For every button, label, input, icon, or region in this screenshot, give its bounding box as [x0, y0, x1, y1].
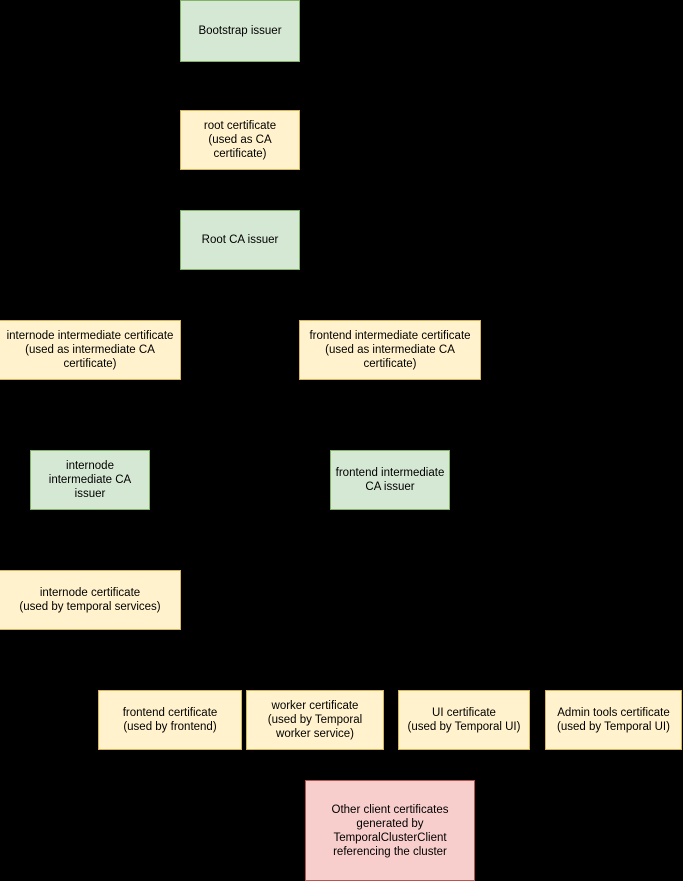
node-frontend-certificate[interactable]: frontend certificate (used by frontend)	[98, 690, 242, 750]
edge-frontend-intermediate-ca-issuer-to-frontend-certificate	[167, 510, 391, 689]
edge-frontend-intermediate-ca-issuer-to-ui-certificate	[389, 510, 467, 689]
node-root-ca-issuer[interactable]: Root CA issuer	[180, 210, 300, 270]
node-internode-certificate[interactable]: internode certificate (used by temporal …	[0, 570, 181, 630]
node-label-internode-intermediate-ca-issuer: internode intermediate CA issuer	[48, 460, 132, 500]
node-internode-intermediate-certificate[interactable]: internode intermediate certificate (used…	[0, 320, 181, 380]
node-label-worker-certificate: worker certificate (used by Temporal wor…	[267, 700, 363, 740]
node-worker-certificate[interactable]: worker certificate (used by Temporal wor…	[246, 690, 384, 750]
edge-frontend-intermediate-ca-issuer-to-admin-tools-certificate	[389, 510, 617, 689]
node-label-internode-intermediate-certificate: internode intermediate certificate (used…	[6, 330, 174, 370]
node-label-ui-certificate: UI certificate (used by Temporal UI)	[407, 707, 521, 733]
node-bootstrap-issuer[interactable]: Bootstrap issuer	[180, 0, 300, 62]
node-label-bootstrap-issuer: Bootstrap issuer	[198, 25, 282, 37]
node-label-root-ca-issuer: Root CA issuer	[201, 234, 279, 246]
node-label-frontend-intermediate-ca-issuer: frontend intermediate CA issuer	[335, 467, 445, 493]
edge-frontend-intermediate-ca-issuer-to-worker-certificate	[312, 510, 391, 689]
node-label-internode-certificate: internode certificate (used by temporal …	[19, 587, 161, 613]
edge-root-ca-issuer-to-frontend-intermediate-certificate	[239, 270, 393, 319]
node-ui-certificate[interactable]: UI certificate (used by Temporal UI)	[398, 690, 530, 750]
node-label-admin-tools-certificate: Admin tools certificate (used by Tempora…	[557, 707, 670, 733]
node-frontend-intermediate-ca-issuer[interactable]: frontend intermediate CA issuer	[330, 450, 450, 510]
node-label-frontend-certificate: frontend certificate (used by frontend)	[122, 707, 218, 733]
node-label-other-client-certificates: Other client certificates generated by T…	[331, 803, 449, 858]
node-root-certificate[interactable]: root certificate (used as CA certificate…	[180, 110, 300, 170]
node-frontend-intermediate-certificate[interactable]: frontend intermediate certificate (used …	[299, 320, 481, 380]
node-internode-intermediate-ca-issuer[interactable]: internode intermediate CA issuer	[30, 450, 150, 510]
node-other-client-certificates[interactable]: Other client certificates generated by T…	[305, 780, 475, 881]
node-label-root-certificate: root certificate (used as CA certificate…	[203, 120, 277, 160]
node-label-frontend-intermediate-certificate: frontend intermediate certificate (used …	[309, 330, 471, 370]
edge-root-ca-issuer-to-internode-intermediate-certificate	[87, 270, 241, 319]
node-admin-tools-certificate[interactable]: Admin tools certificate (used by Tempora…	[545, 690, 682, 750]
